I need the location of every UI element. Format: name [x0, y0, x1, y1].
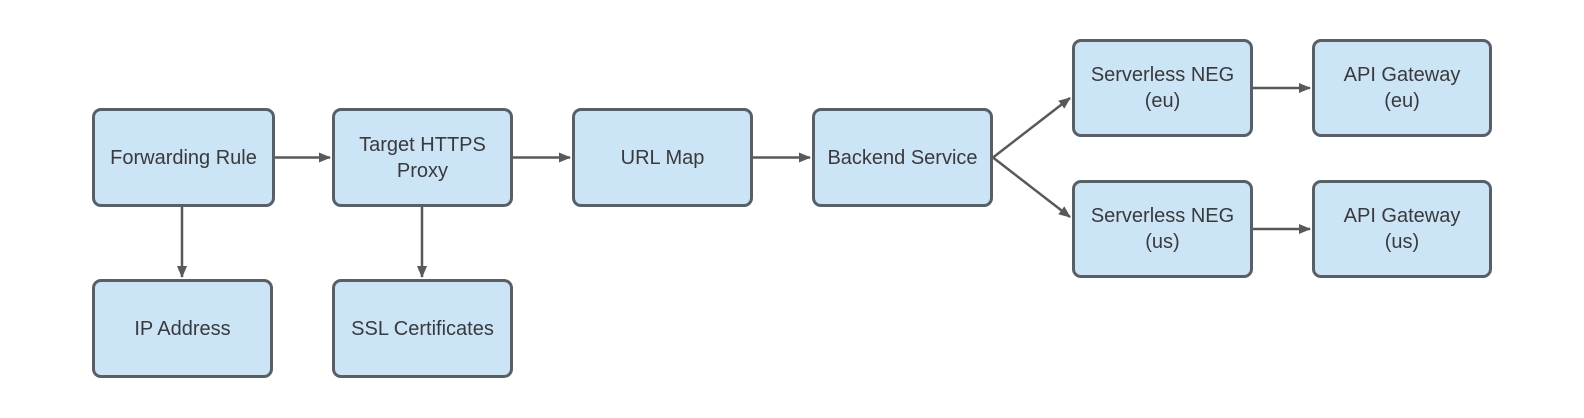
node-api-gateway-eu: API Gateway (eu) — [1312, 39, 1492, 137]
node-ssl-certificates: SSL Certificates — [332, 279, 513, 378]
node-api-gateway-us: API Gateway (us) — [1312, 180, 1492, 278]
node-forwarding-rule: Forwarding Rule — [92, 108, 275, 207]
node-target-https-proxy: Target HTTPS Proxy — [332, 108, 513, 207]
node-ip-address: IP Address — [92, 279, 273, 378]
edge-backend-service-to-serverless-neg-us — [992, 156, 1071, 218]
node-serverless-neg-eu: Serverless NEG (eu) — [1072, 39, 1253, 137]
node-serverless-neg-us: Serverless NEG (us) — [1072, 180, 1253, 278]
node-backend-service: Backend Service — [812, 108, 993, 207]
node-url-map: URL Map — [572, 108, 753, 207]
edge-backend-service-to-serverless-neg-eu — [992, 97, 1071, 159]
